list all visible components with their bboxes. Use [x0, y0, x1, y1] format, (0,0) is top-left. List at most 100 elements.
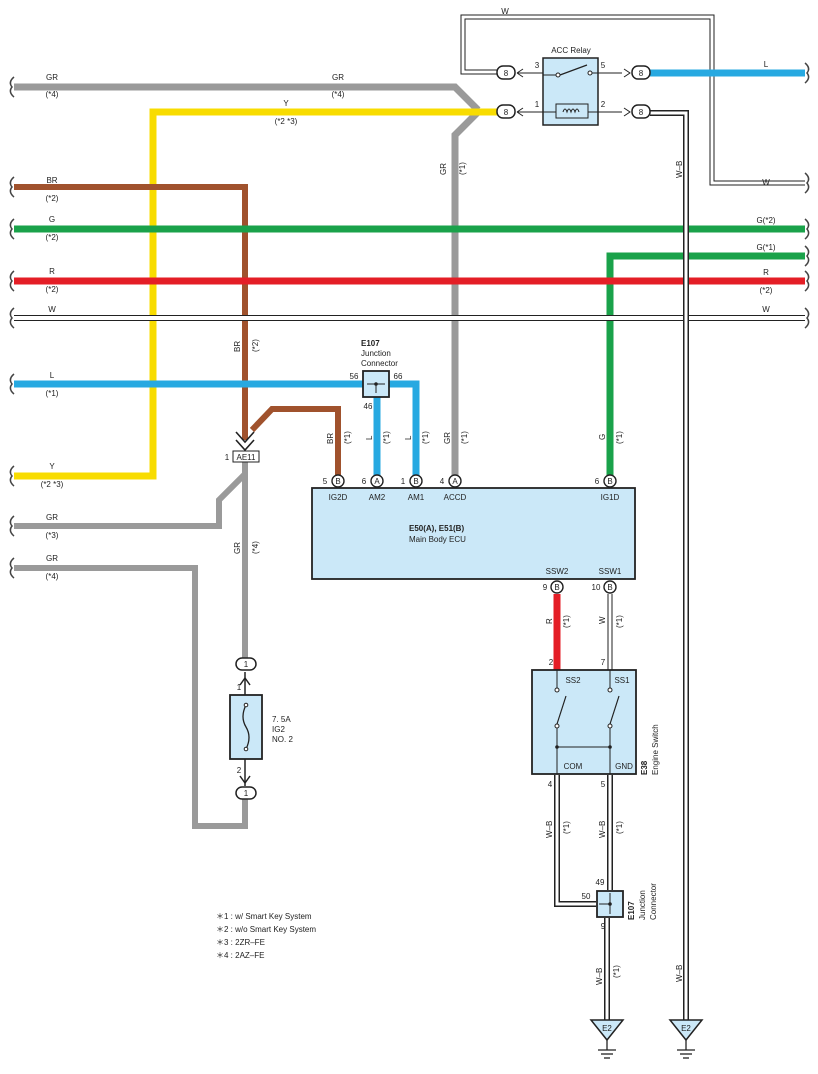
left-wire-code: GR [46, 513, 58, 522]
ecu-top-wire-labels: BR (*1) L (*1) L (*1) GR (*1) G (*1) [326, 431, 624, 444]
fuse-connector-bottom [235, 786, 257, 800]
wb-relay-wire [650, 110, 689, 1020]
junction-connector-top: E107 Junction Connector 56 66 46 [350, 339, 403, 411]
svg-text:4: 4 [440, 477, 445, 486]
footnote: ＊1 : w/ Smart Key System [216, 912, 312, 921]
svg-text:IG2D: IG2D [329, 493, 348, 502]
junction-top-line2: Connector [361, 359, 398, 368]
svg-text:8: 8 [504, 69, 509, 78]
right-wire-labels: L W G(*2) G(*1) R (*2) W [756, 60, 775, 314]
y-top-wire [14, 108, 503, 480]
ecu-title: E50(A), E51(B) [409, 524, 464, 533]
ecu-subtitle: Main Body ECU [409, 535, 466, 544]
fuse-name1: IG2 [272, 725, 285, 734]
junction-bottom-pin: 49 [596, 878, 605, 887]
acc-relay: ACC Relay 3 5 1 2 8 8 [496, 46, 651, 126]
relay-pin-label: 5 [601, 61, 606, 70]
svg-text:1: 1 [244, 660, 249, 669]
svg-text:8: 8 [639, 108, 644, 117]
gr-vert-note: (*1) [458, 162, 467, 175]
relay-pin-label: 3 [535, 61, 540, 70]
svg-text:8: 8 [504, 108, 509, 117]
svg-text:8: 8 [639, 69, 644, 78]
svg-text:B: B [607, 583, 612, 592]
junction-top-line1: Junction [361, 349, 391, 358]
left-wire-note: (*2) [46, 233, 59, 242]
svg-text:ACCD: ACCD [444, 493, 467, 502]
footnote: ＊4 : 2AZ–FE [216, 951, 264, 960]
switch-name: Engine Switch [651, 724, 660, 775]
svg-text:6: 6 [362, 477, 367, 486]
y-top-code: Y [283, 99, 289, 108]
svg-text:A: A [374, 477, 380, 486]
junction-bottom-id: E107 [627, 901, 636, 920]
fuse-name2: NO. 2 [272, 735, 293, 744]
gr-top-note: (*4) [332, 90, 345, 99]
ecu-pin-ig2d: B 5 IG2D [323, 474, 348, 502]
relay-connector: 8 [623, 65, 651, 80]
junction-bottom-line1: Junction [638, 890, 647, 920]
left-wire-code: R [49, 267, 55, 276]
switch-pin-bottom: 5 [601, 780, 606, 789]
accd-wire-code: GR [443, 432, 452, 444]
gr-vert-code: GR [439, 163, 448, 175]
relay-pin-label: 2 [601, 100, 606, 109]
fuse-pin-bottom: 2 [237, 766, 242, 775]
left-wire-note: (*4) [46, 90, 59, 99]
am2-wire-code: L [365, 435, 374, 440]
footnote: ＊3 : 2ZR–FE [216, 938, 265, 947]
svg-text:AM1: AM1 [408, 493, 425, 502]
ecu-pin-am1: B 1 AM1 [401, 474, 425, 502]
switch-wb-note: (*1) [562, 821, 571, 834]
svg-text:B: B [335, 477, 340, 486]
gr-top-wire [14, 83, 481, 113]
ig2d-wire-code: BR [326, 433, 335, 444]
relay-connector: 8 [496, 104, 524, 119]
am2-wire-note: (*1) [382, 431, 391, 444]
footnotes: ＊1 : w/ Smart Key System ＊2 : w/o Smart … [216, 912, 316, 960]
svg-text:5: 5 [323, 477, 328, 486]
ecu-box [311, 487, 636, 580]
svg-text:1: 1 [401, 477, 406, 486]
left-wire-code: L [50, 371, 55, 380]
g-ig1d-wire [606, 252, 805, 478]
wb-vert-code: W–B [675, 161, 684, 178]
vertical-wire-labels: GR (*1) W–B BR (*2) GR (*4) W–B [233, 161, 684, 982]
l-am1-wire [389, 380, 420, 478]
left-wire-note: (*1) [46, 389, 59, 398]
acc-relay-box [542, 57, 599, 126]
svg-text:10: 10 [592, 583, 601, 592]
ig1d-wire-note: (*1) [615, 431, 624, 444]
svg-text:GND: GND [615, 762, 633, 771]
gr-top-code: GR [332, 73, 344, 82]
junction-bottom-pin: 50 [582, 892, 591, 901]
ecu-pin-ig1d: B 6 IG1D [595, 474, 620, 502]
gr-lower-code: GR [233, 542, 242, 554]
ecu-pin-am2: A 6 AM2 [362, 474, 386, 502]
br-vert-code: BR [233, 341, 242, 352]
right-wire-code: G(*1) [756, 243, 775, 252]
switch-pin-top: 7 [601, 658, 606, 667]
br-ig2d-wire [249, 406, 341, 478]
svg-text:1: 1 [244, 789, 249, 798]
ae11-connector: AE11 1 [225, 431, 260, 463]
ig2d-wire-note: (*1) [343, 431, 352, 444]
br-vert-note: (*2) [251, 339, 260, 352]
left-wire-labels: GR (*4) BR (*2) G (*2) R (*2) W L (*1) Y… [41, 73, 64, 581]
ssw-wire-labels: R (*1) W (*1) [545, 615, 624, 628]
ecu-pin-accd: A 4 ACCD [440, 474, 467, 502]
fuse-ig2: 1 1 7. 5A IG2 NO. 2 2 1 [229, 657, 293, 800]
br-wire [14, 184, 248, 440]
accd-wire-note: (*1) [460, 431, 469, 444]
right-wire-code: W [762, 305, 770, 314]
ecu-pin-ssw2: SSW2 B 9 [543, 567, 569, 594]
switch-box [531, 669, 637, 775]
w-top-loop-wire [460, 14, 805, 186]
wb-switch-wire [554, 775, 613, 1020]
ground-e2-right: E2 [668, 1019, 704, 1059]
am1-wire-code: L [404, 435, 413, 440]
svg-text:COM: COM [564, 762, 583, 771]
junction-top-pin: 46 [364, 402, 373, 411]
left-wire-code: GR [46, 73, 58, 82]
